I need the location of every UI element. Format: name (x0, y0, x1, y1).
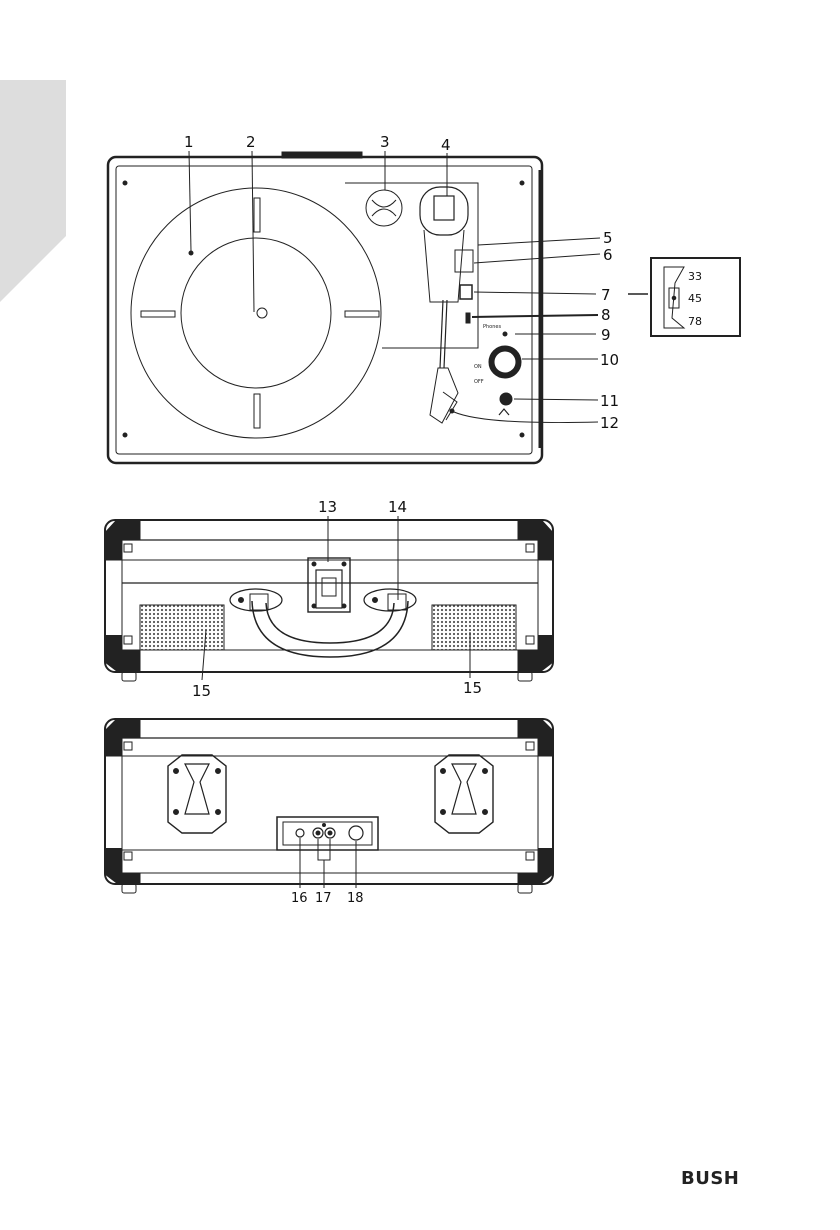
callout-6: 6 (603, 246, 613, 264)
speed-label-45: 45 (688, 292, 702, 305)
speaker-grille-right (432, 605, 516, 650)
callout-1: 1 (184, 133, 194, 151)
speaker-grille-left (140, 605, 224, 650)
usb-port (349, 826, 363, 840)
callout-15-left: 15 (192, 682, 211, 700)
front-view (105, 520, 553, 681)
callout-12: 12 (600, 414, 619, 432)
callout-8: 8 (601, 306, 611, 324)
callout-3: 3 (380, 133, 390, 151)
svg-text:ON: ON (474, 364, 482, 370)
callout-5: 5 (603, 229, 613, 247)
callout-7: 7 (601, 286, 611, 304)
page-tab (0, 80, 66, 302)
callout-13: 13 (318, 498, 337, 516)
callout-18: 18 (347, 891, 364, 906)
front-latch (308, 558, 350, 612)
hinge-right (435, 755, 493, 833)
callout-14: 14 (388, 498, 407, 516)
callout-16: 16 (291, 891, 308, 906)
rear-connector-panel (277, 817, 378, 850)
dc-input (296, 829, 304, 837)
svg-text:Phones: Phones (483, 324, 501, 330)
back-view (105, 719, 553, 893)
svg-text:OFF: OFF (474, 379, 484, 385)
callout-4: 4 (441, 136, 451, 154)
callout-2: 2 (246, 133, 256, 151)
callout-10: 10 (600, 351, 619, 369)
arm-rest (366, 190, 402, 226)
platter (131, 188, 381, 438)
top-view: Phones ON OFF (108, 152, 542, 463)
callout-9: 9 (601, 326, 611, 344)
carry-handle (230, 589, 416, 657)
speed-label-33: 33 (688, 270, 702, 283)
counterweight (420, 187, 468, 235)
callout-17: 17 (315, 891, 332, 906)
hinge-left (168, 755, 226, 833)
speed-label-78: 78 (688, 315, 702, 328)
callout-15-right: 15 (463, 679, 482, 697)
bush-logo: BUSH (681, 1168, 739, 1189)
callout-11: 11 (600, 392, 619, 410)
speed-switch (460, 285, 472, 299)
headphone-jack (500, 393, 512, 405)
spindle (257, 308, 267, 318)
